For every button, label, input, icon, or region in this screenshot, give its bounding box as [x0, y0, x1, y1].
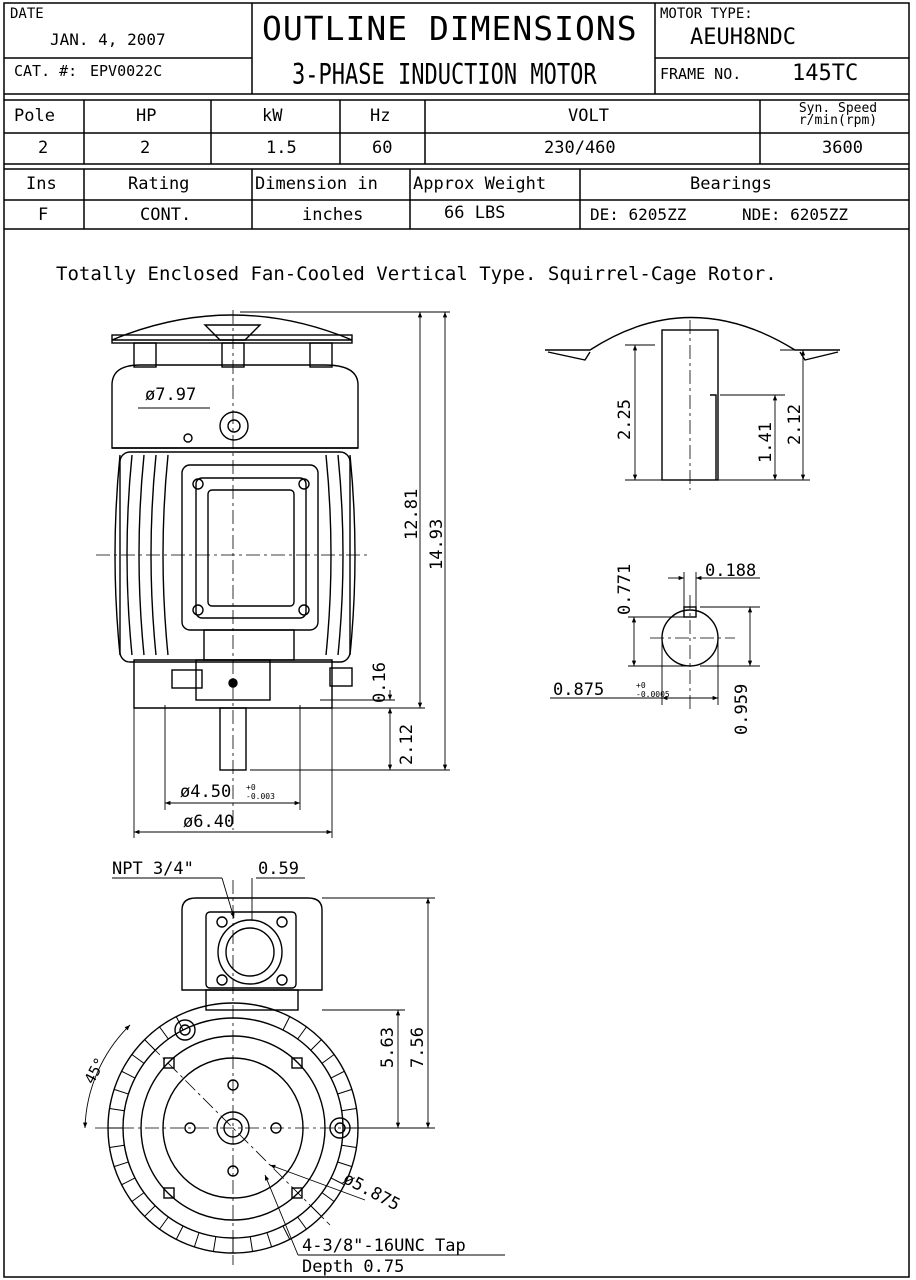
dim-tbox-height-2: 7.56: [408, 1027, 428, 1068]
dim-key-length: 1.41: [756, 422, 776, 463]
dim-key-width: 0.188: [705, 561, 756, 581]
dim-fan-cover-dia: ø7.97: [145, 385, 196, 405]
spec-value-bearing-nde: NDE: 6205ZZ: [742, 205, 848, 224]
dim-pilot-tol-upper: +0: [246, 783, 256, 792]
housing-fin: [175, 1225, 184, 1240]
dim-height-body: 12.81: [402, 489, 422, 540]
frame-label: FRAME NO.: [660, 65, 742, 83]
housing-fin: [121, 1070, 136, 1079]
dim-flange-gap: 0.16: [370, 662, 390, 703]
housing-fin: [159, 1216, 169, 1230]
spec-header-ins: Ins: [26, 174, 57, 194]
spec-value-ins: F: [38, 205, 49, 225]
housing-fin: [337, 1161, 353, 1168]
motor-type-value: AEUH8NDC: [690, 25, 796, 50]
dim-key-total: 2.12: [785, 404, 805, 445]
spec-header-weight: Approx Weight: [413, 174, 547, 194]
housing-fin: [330, 1070, 345, 1079]
dim-pilot-dia: ø4.50: [180, 782, 231, 802]
cat-label: CAT. #:: [14, 62, 78, 80]
housing-fin: [193, 1232, 200, 1248]
dim-shaft-dia: 0.875: [553, 680, 604, 700]
spec-value-rating: CONT.: [140, 205, 192, 225]
spec-value-kw: 1.5: [266, 138, 297, 158]
cat-value: EPV0022C: [90, 62, 163, 80]
date-value: JAN. 4, 2007: [50, 30, 166, 49]
tap-note-2: Depth 0.75: [302, 1257, 404, 1277]
spec-header-rating: Rating: [128, 174, 190, 194]
dim-shaft-tol-lower: -0.0005: [636, 690, 670, 699]
tap-note-1: 4-3/8"-16UNC Tap: [302, 1236, 466, 1256]
spec-header-dimension: Dimension in: [255, 174, 378, 194]
housing-fin: [266, 1232, 273, 1248]
spec-value-pole: 2: [38, 138, 49, 158]
spec-header-bearings: Bearings: [690, 174, 772, 194]
housing-fin: [131, 1054, 145, 1064]
housing-fin: [282, 1016, 291, 1031]
dim-key-depth: 0.771: [615, 564, 635, 615]
housing-fin: [321, 1054, 335, 1064]
housing-fin: [109, 1144, 125, 1149]
spec-header-kw: kW: [262, 106, 283, 126]
motor-type-label: MOTOR TYPE:: [660, 6, 753, 22]
spec-header-hp: HP: [136, 106, 157, 126]
housing-fin: [282, 1225, 291, 1240]
dim-pilot-tol-lower: -0.003: [246, 792, 275, 801]
dim-conduit-offset: 0.59: [258, 859, 299, 879]
spec-header-volt: VOLT: [568, 106, 609, 126]
spec-header-syn-speed: Syn. Speed r/min(rpm): [798, 101, 878, 128]
spec-header-hz: Hz: [370, 106, 391, 126]
housing-fin: [121, 1177, 136, 1186]
housing-fin: [330, 1177, 345, 1186]
housing-fin: [337, 1088, 353, 1095]
spec-header-pole: Pole: [14, 106, 55, 126]
dim-bolt-circle: ø5.875: [340, 1169, 404, 1215]
housing-fin: [249, 1236, 254, 1252]
side-view: [111, 314, 359, 771]
dim-shaft-key-height: 0.959: [732, 684, 752, 735]
housing-fin: [109, 1107, 125, 1112]
housing-fin: [341, 1107, 357, 1112]
spec-value-hp: 2: [140, 138, 151, 158]
date-label: DATE: [10, 6, 44, 22]
dim-angle: 45°: [81, 1055, 110, 1087]
housing-fin: [144, 1205, 156, 1217]
housing-fin: [113, 1161, 129, 1168]
drawing-subtitle: 3-PHASE INDUCTION MOTOR: [292, 59, 597, 92]
spec-value-dimension: inches: [302, 205, 364, 225]
shaft-end-detail: [545, 316, 840, 481]
housing-fin: [159, 1026, 169, 1040]
housing-fin: [297, 1216, 307, 1230]
dim-shaft-tol-upper: +0: [636, 681, 646, 690]
drawing-title: OUTLINE DIMENSIONS: [262, 9, 638, 48]
spec-value-hz: 60: [372, 138, 393, 158]
housing-fin: [131, 1192, 145, 1202]
housing-fin: [341, 1144, 357, 1149]
dim-flange-dia: ø6.40: [183, 812, 234, 832]
housing-fin: [175, 1016, 184, 1031]
dim-height-total: 14.93: [427, 519, 447, 570]
dim-tbox-height-1: 5.63: [378, 1027, 398, 1068]
motor-description: Totally Enclosed Fan-Cooled Vertical Typ…: [56, 263, 777, 285]
housing-fin: [310, 1039, 322, 1051]
dim-conduit-label: NPT 3/4": [112, 859, 194, 879]
dim-shaft-length: 2.12: [397, 724, 417, 765]
spec-value-volt: 230/460: [544, 138, 616, 158]
spec-value-weight: 66 LBS: [444, 203, 506, 223]
housing-fin: [297, 1026, 307, 1040]
housing-fin: [212, 1236, 217, 1252]
frame-value: 145TC: [792, 61, 859, 86]
housing-fin: [321, 1192, 335, 1202]
spec-value-bearing-de: DE: 6205ZZ: [590, 205, 687, 224]
housing-fin: [113, 1088, 129, 1095]
spec-value-syn-speed: 3600: [822, 138, 863, 158]
dim-shaft-ext-top: 2.25: [615, 399, 635, 440]
